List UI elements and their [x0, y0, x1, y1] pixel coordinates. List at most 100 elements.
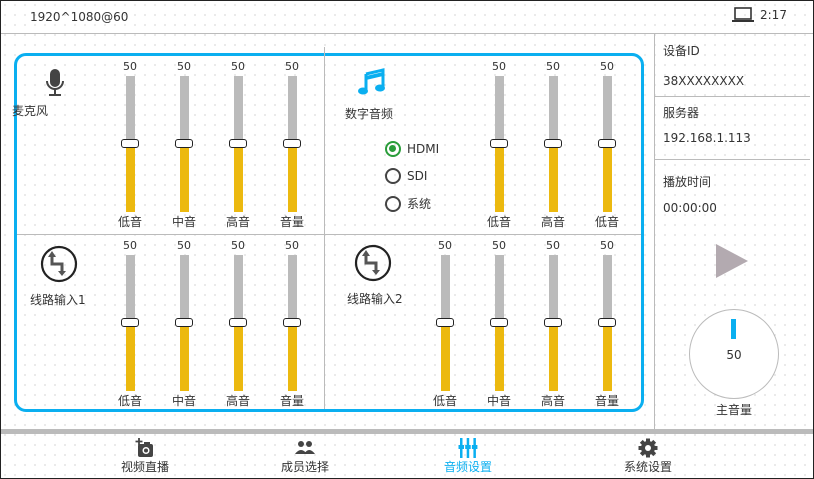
slider-fill	[603, 144, 612, 212]
channel-name: 麦克风	[12, 104, 49, 118]
eq-slider[interactable]: 50 低音	[110, 239, 150, 414]
slider-label: 音量	[279, 215, 304, 229]
slider-value: 50	[546, 60, 560, 73]
radio-label: 系统	[407, 197, 432, 211]
slider-handle[interactable]	[544, 318, 562, 327]
time-label: 2:17	[760, 8, 787, 22]
slider-handle[interactable]	[229, 139, 247, 148]
nav-member-select[interactable]: 成员选择	[255, 438, 355, 475]
gear-icon	[638, 438, 658, 458]
microphone-icon	[46, 69, 64, 96]
server-value: 192.168.1.113	[663, 131, 751, 145]
slider-fill	[495, 323, 504, 391]
slider-handle[interactable]	[283, 139, 301, 148]
server-label: 服务器	[663, 106, 700, 120]
slider-fill	[234, 144, 243, 212]
people-icon	[295, 441, 315, 454]
nav-label: 系统设置	[623, 460, 672, 474]
device-id-label: 设备ID	[663, 44, 700, 58]
nav-video-live[interactable]: 视频直播	[95, 438, 195, 475]
channel-digital-audio: 数字音频	[345, 68, 415, 122]
slider-fill	[180, 144, 189, 212]
slider-value: 50	[285, 60, 299, 73]
slider-value: 50	[231, 60, 245, 73]
line-input-icon	[40, 245, 78, 283]
slider-handle[interactable]	[175, 318, 193, 327]
camera-add-icon	[135, 438, 153, 457]
volume-indicator	[731, 319, 736, 339]
eq-slider[interactable]: 50 中音	[164, 60, 204, 235]
line-input-icon	[354, 244, 392, 282]
music-note-icon	[358, 68, 385, 95]
clock: 2:17	[732, 7, 787, 23]
slider-value: 50	[600, 239, 614, 252]
source-radio-system[interactable]: 系统	[385, 195, 431, 212]
radio-checked-icon	[385, 141, 401, 157]
eq-slider[interactable]: 50 音量	[272, 239, 312, 414]
nav-audio-settings[interactable]: 音频设置	[418, 438, 518, 475]
slider-value: 50	[123, 239, 137, 252]
radio-label: HDMI	[407, 142, 440, 156]
slider-label: 低音	[594, 215, 619, 229]
source-radio-sdi[interactable]: SDI	[385, 168, 427, 184]
slider-label: 低音	[117, 394, 142, 408]
radio-label: SDI	[407, 169, 428, 183]
slider-value: 50	[492, 239, 506, 252]
channel-microphone: 麦克风	[12, 68, 90, 119]
slider-label: 中音	[171, 394, 196, 408]
eq-slider[interactable]: 50 中音	[479, 239, 519, 414]
slider-fill	[126, 323, 135, 391]
resolution-label: 1920^1080@60	[30, 10, 129, 24]
eq-slider[interactable]: 50 音量	[272, 60, 312, 235]
eq-slider[interactable]: 50 中音	[164, 239, 204, 414]
slider-value: 50	[177, 60, 191, 73]
slider-value: 50	[546, 239, 560, 252]
slider-fill	[288, 323, 297, 391]
source-radio-hdmi[interactable]: HDMI	[385, 141, 439, 157]
play-button[interactable]	[714, 243, 750, 279]
slider-handle[interactable]	[544, 139, 562, 148]
slider-handle[interactable]	[121, 318, 139, 327]
eq-slider[interactable]: 50 低音	[479, 60, 519, 235]
slider-fill	[441, 323, 450, 391]
eq-slider[interactable]: 50 低音	[110, 60, 150, 235]
eq-slider[interactable]: 50 音量	[587, 239, 627, 414]
eq-slider[interactable]: 50 低音	[587, 60, 627, 235]
slider-handle[interactable]	[490, 318, 508, 327]
eq-slider[interactable]: 50 高音	[218, 239, 258, 414]
nav-label: 音频设置	[443, 460, 492, 474]
slider-fill	[549, 144, 558, 212]
slider-handle[interactable]	[490, 139, 508, 148]
slider-label: 高音	[540, 215, 565, 229]
server-section: 服务器 192.168.1.113	[655, 97, 810, 160]
slider-handle[interactable]	[175, 139, 193, 148]
master-volume-knob[interactable]: 50	[689, 309, 779, 399]
slider-label: 低音	[432, 394, 457, 408]
slider-label: 低音	[117, 215, 142, 229]
slider-handle[interactable]	[121, 139, 139, 148]
eq-slider[interactable]: 50 高音	[533, 60, 573, 235]
slider-handle[interactable]	[598, 139, 616, 148]
nav-system-settings[interactable]: 系统设置	[598, 438, 698, 475]
slider-value: 50	[438, 239, 452, 252]
nav-divider	[0, 429, 814, 434]
eq-slider[interactable]: 50 低音	[425, 239, 465, 414]
slider-fill	[180, 323, 189, 391]
slider-fill	[126, 144, 135, 212]
slider-handle[interactable]	[598, 318, 616, 327]
slider-handle[interactable]	[283, 318, 301, 327]
slider-fill	[549, 323, 558, 391]
audio-mixer-panel	[14, 53, 644, 412]
slider-fill	[288, 144, 297, 212]
slider-handle[interactable]	[229, 318, 247, 327]
slider-value: 50	[600, 60, 614, 73]
slider-label: 音量	[594, 394, 619, 408]
slider-label: 高音	[225, 215, 250, 229]
slider-handle[interactable]	[436, 318, 454, 327]
radio-unchecked-icon	[385, 168, 401, 184]
slider-value: 50	[123, 60, 137, 73]
nav-label: 成员选择	[280, 460, 329, 474]
eq-slider[interactable]: 50 高音	[218, 60, 258, 235]
eq-slider[interactable]: 50 高音	[533, 239, 573, 414]
divider	[324, 47, 325, 409]
